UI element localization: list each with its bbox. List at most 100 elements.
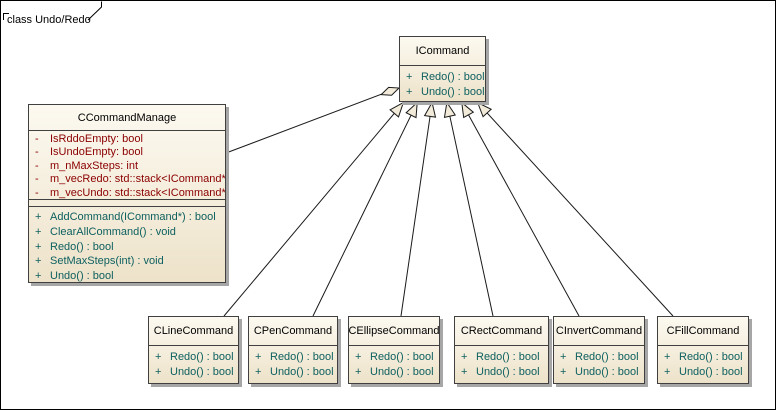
member-text: Undo() : bool [370,366,434,378]
member-text: Redo() : bool [50,240,114,253]
class-title: ICommand [415,45,470,57]
methods-compartment: + Redo() : bool + Undo() : bool [149,345,238,383]
class-member: + Undo() : bool [658,365,748,380]
class-member: + Redo() : bool [455,350,548,365]
class-member: + Undo() : bool [455,365,548,380]
member-text: ClearAllCommand() : void [50,225,176,238]
class-member: -IsRddoEmpty: bool [29,133,225,146]
member-visibility: + [461,351,468,363]
member-text: Redo() : bool [476,351,540,363]
generalization-connector-cfill[interactable] [476,101,674,317]
class-member: + Undo() : bool [29,269,225,282]
class-member: -m_nMaxSteps: int [29,160,225,173]
attributes-compartment: -IsRddoEmpty: bool-IsUndoEmpty: bool-m_n… [29,130,225,199]
member-visibility: - [35,146,39,159]
class-member: + Redo() : bool [29,240,225,255]
member-text: Undo() : bool [476,366,540,378]
class-title: CInvertCommand [555,325,643,337]
class-member: +Redo() : bool [554,350,644,365]
member-text: Undo() : bool [270,366,334,378]
class-member: -m_vecRedo: std::stack<ICommand*> [29,173,225,186]
member-visibility: + [35,211,42,223]
class-clinecommand[interactable]: CLineCommand+Redo() : bool+Undo() : bool [148,316,239,384]
member-visibility: + [35,255,42,268]
member-text: IsUndoEmpty: bool [50,146,143,159]
class-member: -IsUndoEmpty: bool [29,146,225,159]
class-member: +ClearAllCommand() : void [29,225,225,240]
member-visibility: + [155,366,162,378]
methods-compartment: +AddCommand(ICommand*) : bool+ClearAllCo… [29,206,225,282]
frame-corner-line [3,13,9,20]
member-text: Redo() : bool [170,351,234,363]
member-visibility: - [35,173,39,186]
class-ccommandmanage[interactable]: CCommandManage-IsRddoEmpty: bool-IsUndoE… [28,104,226,283]
member-text: Undo() : bool [170,366,234,378]
class-title: CCommandManage [77,111,177,124]
generalization-connector-crect[interactable] [443,101,494,317]
class-member: -m_vecUndo: std::stack<ICommand*> [29,187,225,199]
member-visibility: + [355,351,362,363]
member-text: AddCommand(ICommand*) : bool [50,211,216,223]
class-cellipsecommand[interactable]: CEllipseCommand + Redo() : bool + Undo() : b… [348,316,440,384]
class-cinvertcommand[interactable]: CInvertCommand +Redo() : bool+ Undo() : bo… [553,316,645,384]
member-visibility: + [255,366,262,378]
member-visibility: + [355,366,362,378]
member-visibility: - [35,186,39,199]
class-title: CFillCommand [666,325,740,337]
member-visibility: + [664,351,671,363]
member-visibility: + [35,240,42,253]
generalization-connector-cinvert[interactable] [461,101,580,317]
class-member: +Undo() : bool [400,85,485,100]
class-member: + Undo() : bool [249,365,337,380]
member-text: Undo() : bool [50,270,114,282]
member-text: m_vecRedo: std::stack<ICommand*> [50,173,225,186]
generalization-connector-cellipse[interactable] [400,101,437,317]
member-visibility: - [35,159,39,172]
member-text: SetMaxSteps(int) : void [50,255,164,268]
aggregation-connector[interactable] [225,93,383,154]
class-title: CPenCommand [253,325,333,337]
class-title: CRectCommand [460,325,543,337]
class-cpencommand[interactable]: CPenCommand + Redo() : bool + Undo() : bool [248,316,338,384]
aggregation-diamond-icon [380,86,401,96]
generalization-connector-cpen[interactable] [312,101,418,317]
member-text: Redo() : bool [421,71,485,83]
member-visibility: + [255,351,262,363]
member-text: Undo() : bool [679,366,743,378]
member-visibility: + [560,351,567,363]
class-member: + Redo() : bool [400,70,485,85]
member-visibility: + [155,351,162,363]
class-member: + AddCommand(ICommand*) : bool [29,210,225,225]
member-text: Redo() : bool [370,351,434,363]
methods-compartment: + Redo() : bool +Undo() : bool [400,65,485,101]
member-visibility: + [664,366,671,378]
class-title: CEllipseCommand [349,325,439,337]
member-text: Undo() : bool [575,366,639,378]
member-text: m_nMaxSteps: int [50,159,139,172]
methods-compartment: + Redo() : bool + Undo() : bool [349,345,439,383]
class-member: + Redo() : bool [349,350,439,365]
class-member: + SetMaxSteps(int) : void [29,254,225,269]
class-member: + Redo() : bool [658,350,748,365]
class-crectcommand[interactable]: CRectCommand + Redo() : bool + Undo() : bool [454,316,549,384]
member-visibility: + [406,71,413,83]
methods-compartment: +Redo() : bool+ Undo() : bool [554,345,644,383]
empty-compartment [29,199,225,206]
class-icommand[interactable]: ICommand + Redo() : bool +Undo() : bool [399,36,486,102]
member-text: Redo() : bool [679,351,743,363]
methods-compartment: + Redo() : bool + Undo() : bool [455,345,548,383]
member-visibility: + [35,270,42,282]
class-member: + Redo() : bool [149,350,238,365]
class-cfillcommand[interactable]: CFillCommand + Redo() : bool + Undo() : bool [657,316,749,384]
member-visibility: + [560,366,567,378]
generalization-connector-cline[interactable] [223,101,405,317]
member-text: Undo() : bool [421,86,485,98]
member-text: Redo() : bool [270,351,334,363]
frame-pentagon-line [87,1,102,21]
member-visibility: + [461,366,468,378]
class-member: + Undo() : bool [149,365,238,380]
member-visibility: - [35,133,39,145]
diagram-frame-label: class Undo/Redo [7,14,91,26]
